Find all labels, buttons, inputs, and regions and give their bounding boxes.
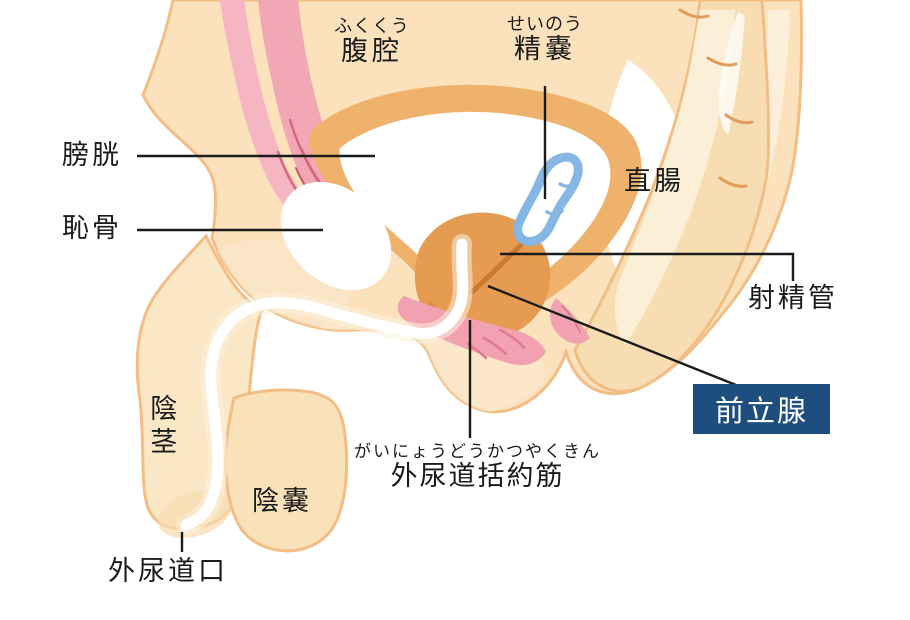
rectum-hatch-marks [678,8,754,188]
sphincter-label: がいにょうどうかつやくきん 外尿道括約筋 [330,442,625,491]
pubic-bone-shape [280,181,392,291]
sphincter-text: 外尿道括約筋 [390,461,565,492]
abdominal-cavity-furigana: ふくくう [334,16,410,36]
prostate-leader-line [487,284,742,389]
seminal-vesicle-shape [513,152,583,246]
prostate-label-box: 前立腺 [693,384,830,434]
scrotum-label: 陰嚢 [252,486,312,516]
urethra-line [180,238,469,531]
seminal-vesicle-furigana: せいのう [507,14,583,34]
scrotum-shape [224,388,349,553]
pubic-bone-label: 恥骨 [62,213,122,243]
penis-label: 陰茎 [146,394,177,460]
rectum-label: 直腸 [624,166,684,196]
ejaculatory-duct-label: 射精管 [748,283,838,313]
sphincter-furigana: がいにょうどうかつやくきん [354,442,601,461]
body-highlight-right [715,10,790,308]
abdominal-muscle-strip-1 [220,0,304,208]
abdominal-cavity-text: 腹腔 [341,36,403,67]
abdominal-cavity-label: ふくくう 腹腔 [292,16,452,66]
urethral-opening-label: 外尿道口 [108,556,228,586]
seminal-vesicle-text: 精嚢 [514,34,576,65]
prostate-label: 前立腺 [714,396,808,428]
leader-lines [137,86,795,552]
bladder-label: 膀胱 [62,140,122,170]
ejaculatory-duct-leader-line [500,252,795,281]
seminal-vesicle-creases [545,181,577,216]
rectum-lumen-streak [718,12,745,135]
rectum-inner-highlight [614,10,735,345]
seminal-vesicle-label: せいのう 精嚢 [465,14,625,64]
pelvic-floor-muscle [397,296,546,366]
